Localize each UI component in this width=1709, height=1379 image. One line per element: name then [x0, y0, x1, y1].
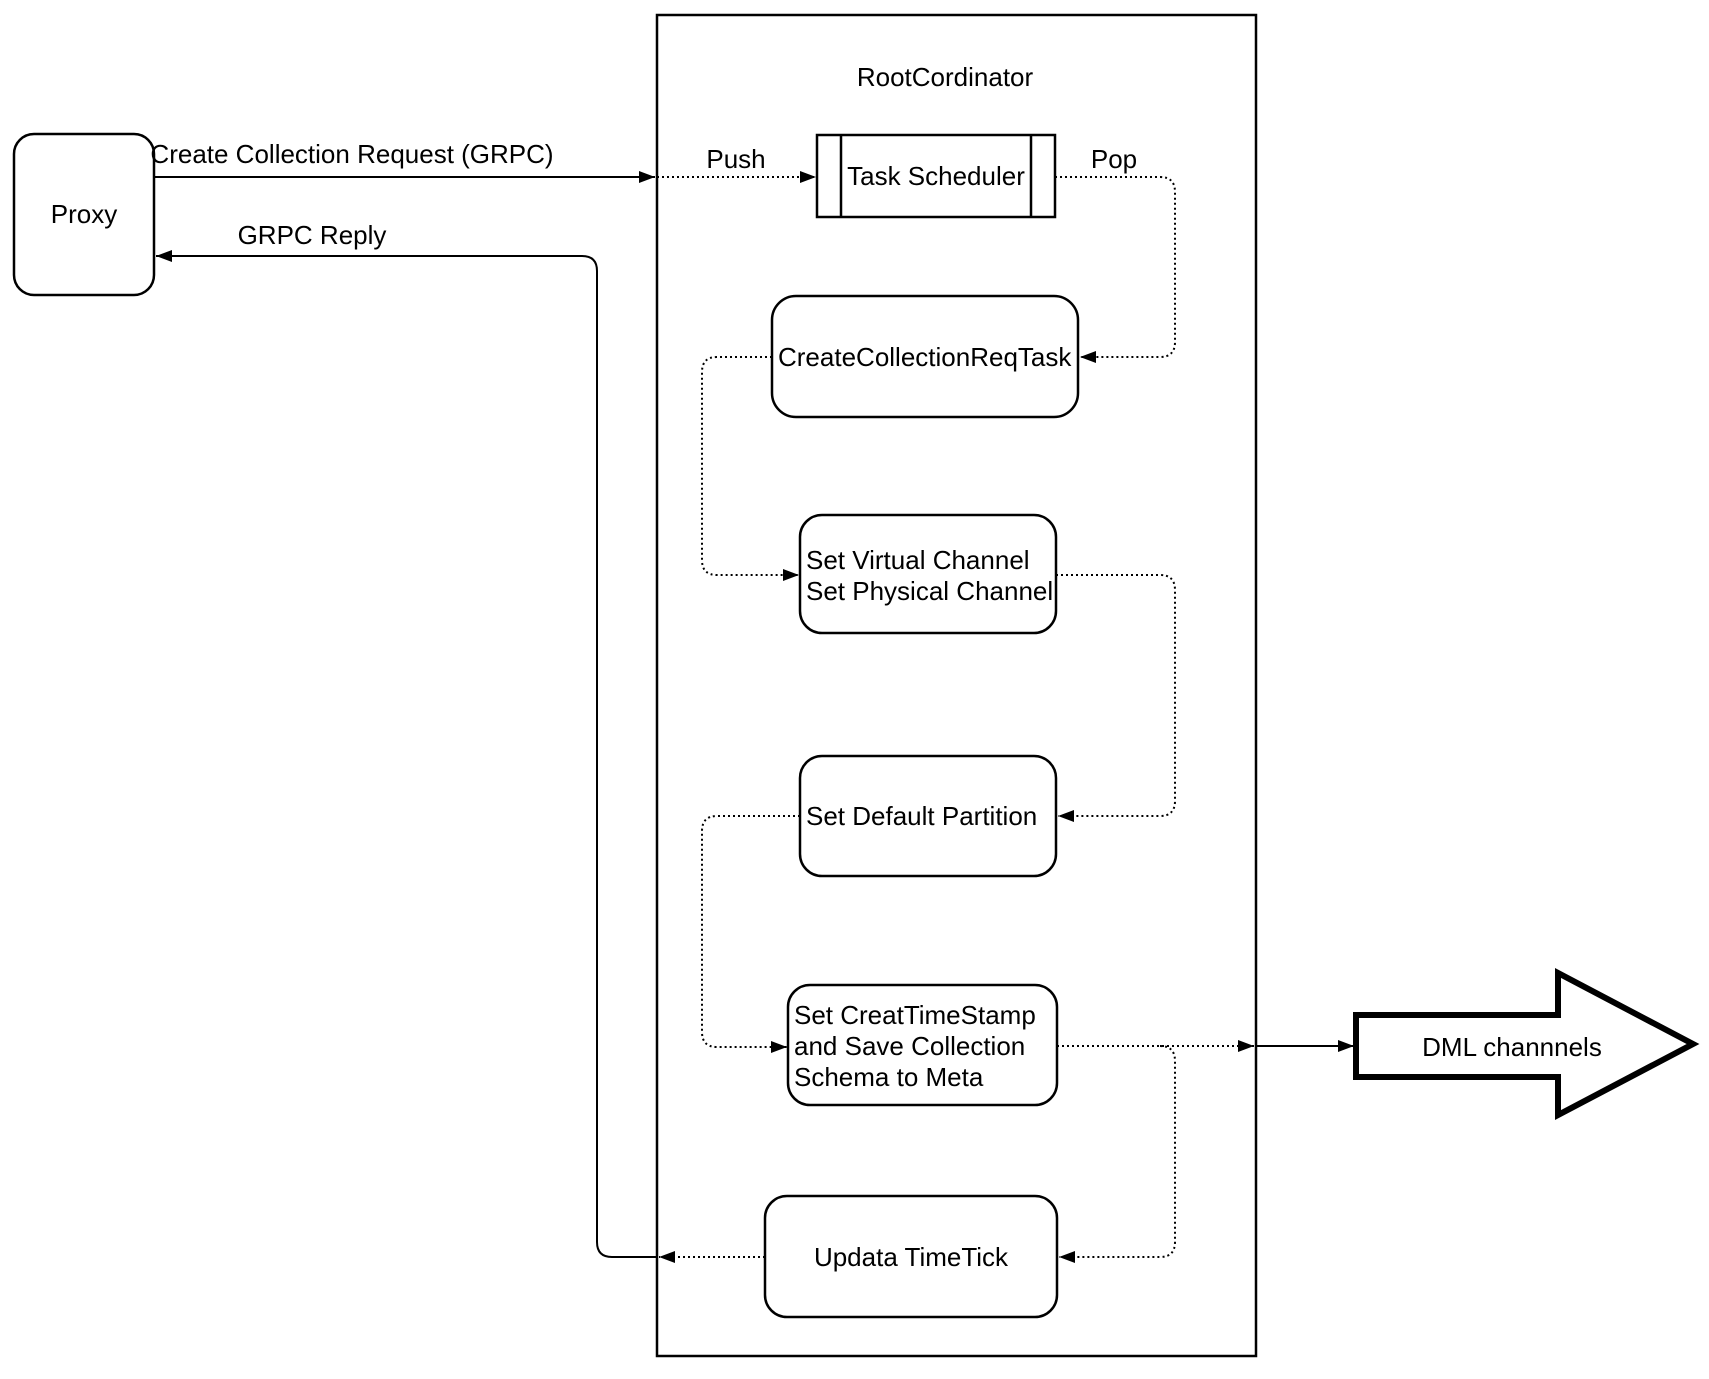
rootcoordinator-container	[655, 13, 1258, 1358]
task-scheduler-label: Task Scheduler	[847, 161, 1025, 191]
set-creat-timestamp-line1: Set CreatTimeStamp	[794, 1000, 1036, 1030]
set-virtual-channel-line2: Set Physical Channel	[806, 576, 1053, 606]
task-scheduler-node	[815, 133, 1057, 219]
edge-create-collection-request-label: Create Collection Request (GRPC)	[150, 139, 553, 169]
edge-reqtask-to-setvirtual	[701, 356, 799, 581]
edge-setvirtual-to-setdefault	[1056, 574, 1176, 822]
edge-pop-label: Pop	[1091, 144, 1137, 174]
set-virtual-channel-line1: Set Virtual Channel	[806, 545, 1030, 575]
set-creat-timestamp-line3: Schema to Meta	[794, 1062, 984, 1092]
dml-channels-label: DML channnels	[1422, 1032, 1602, 1062]
dml-channels-arrow	[1353, 968, 1700, 1120]
create-collection-req-task-label: CreateCollectionReqTask	[778, 342, 1072, 372]
edge-setdefault-to-settimestamp	[701, 815, 800, 1053]
edge-pop	[1055, 176, 1176, 363]
updata-timetick-label: Updata TimeTick	[814, 1242, 1009, 1272]
edge-grpc-reply-label: GRPC Reply	[238, 220, 387, 250]
edge-grpc-reply	[156, 250, 657, 1258]
proxy-node	[12, 132, 156, 297]
edge-branch-to-updata-timetick	[1059, 1045, 1176, 1263]
edge-push-label: Push	[706, 144, 765, 174]
proxy-label: Proxy	[51, 199, 117, 229]
set-default-partition-label: Set Default Partition	[806, 801, 1037, 831]
rootcoordinator-title: RootCordinator	[857, 62, 1034, 92]
set-creat-timestamp-line2: and Save Collection	[794, 1031, 1025, 1061]
